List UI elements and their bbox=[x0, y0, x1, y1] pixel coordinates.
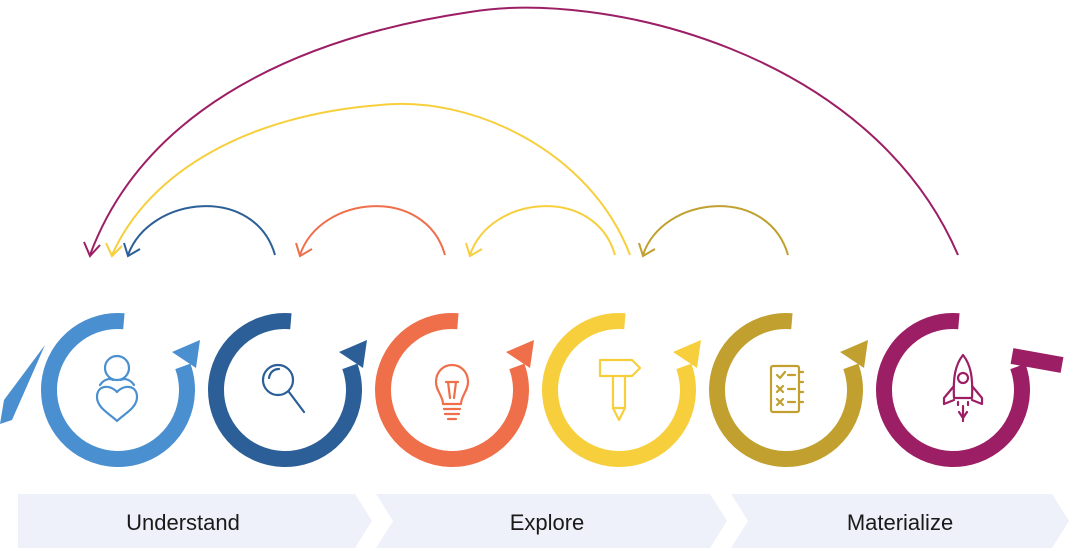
ring-arc bbox=[709, 313, 863, 467]
phase-label-materialize: Materialize bbox=[847, 510, 953, 535]
ring-arrow-head bbox=[673, 340, 701, 368]
stage-ring-6 bbox=[876, 313, 1064, 467]
arrowhead bbox=[295, 242, 313, 258]
phase-chevron-understand bbox=[18, 494, 372, 548]
ring-arc bbox=[208, 313, 362, 467]
stage-ring-1 bbox=[0, 313, 200, 467]
ring-arrow-exit bbox=[1010, 348, 1064, 373]
stage-icons bbox=[95, 353, 984, 423]
arrowhead bbox=[105, 242, 123, 258]
phase-chevron-materialize bbox=[731, 494, 1069, 548]
phase-chevron-explore bbox=[376, 494, 727, 548]
stage-ring-3 bbox=[375, 313, 534, 467]
lightbulb-icon bbox=[434, 363, 470, 421]
feedback-arrow-3-to-2 bbox=[299, 205, 446, 256]
stage-ring-4 bbox=[542, 313, 701, 467]
feedback-arrow-materialize-to-understand bbox=[89, 6, 959, 256]
arrowhead bbox=[638, 242, 656, 258]
feedback-arrow-5-to-4 bbox=[642, 205, 789, 256]
feedback-arrow-explore-to-understand bbox=[111, 102, 631, 256]
rocket-icon bbox=[942, 353, 984, 423]
magnifier-icon bbox=[261, 363, 306, 414]
feedback-arrows bbox=[83, 6, 959, 258]
arrowhead bbox=[83, 241, 101, 258]
ring-arc bbox=[41, 313, 195, 467]
ring-arrow-head bbox=[339, 340, 367, 368]
ring-arrow-tail bbox=[0, 345, 45, 424]
ring-arrow-head bbox=[506, 340, 534, 368]
arrowhead bbox=[123, 242, 141, 258]
ring-arc bbox=[542, 313, 696, 467]
ring-arc bbox=[375, 313, 529, 467]
arrowhead bbox=[465, 242, 483, 258]
feedback-arrow-2-to-1 bbox=[127, 205, 276, 256]
ring-arc bbox=[876, 313, 1030, 467]
ring-arrow-head bbox=[840, 340, 868, 368]
hammer-pencil-icon bbox=[598, 358, 642, 422]
heart-person-icon bbox=[95, 354, 139, 423]
phase-label-explore: Explore bbox=[510, 510, 585, 535]
ring-arrow-head bbox=[172, 340, 200, 368]
stage-rings bbox=[0, 313, 1064, 467]
checklist-icon bbox=[769, 364, 805, 414]
phase-label-understand: Understand bbox=[126, 510, 240, 535]
feedback-arrow-4-to-3 bbox=[469, 205, 616, 256]
phase-banner: Understand Explore Materialize bbox=[18, 494, 1069, 548]
stage-ring-5 bbox=[709, 313, 868, 467]
stage-ring-2 bbox=[208, 313, 367, 467]
